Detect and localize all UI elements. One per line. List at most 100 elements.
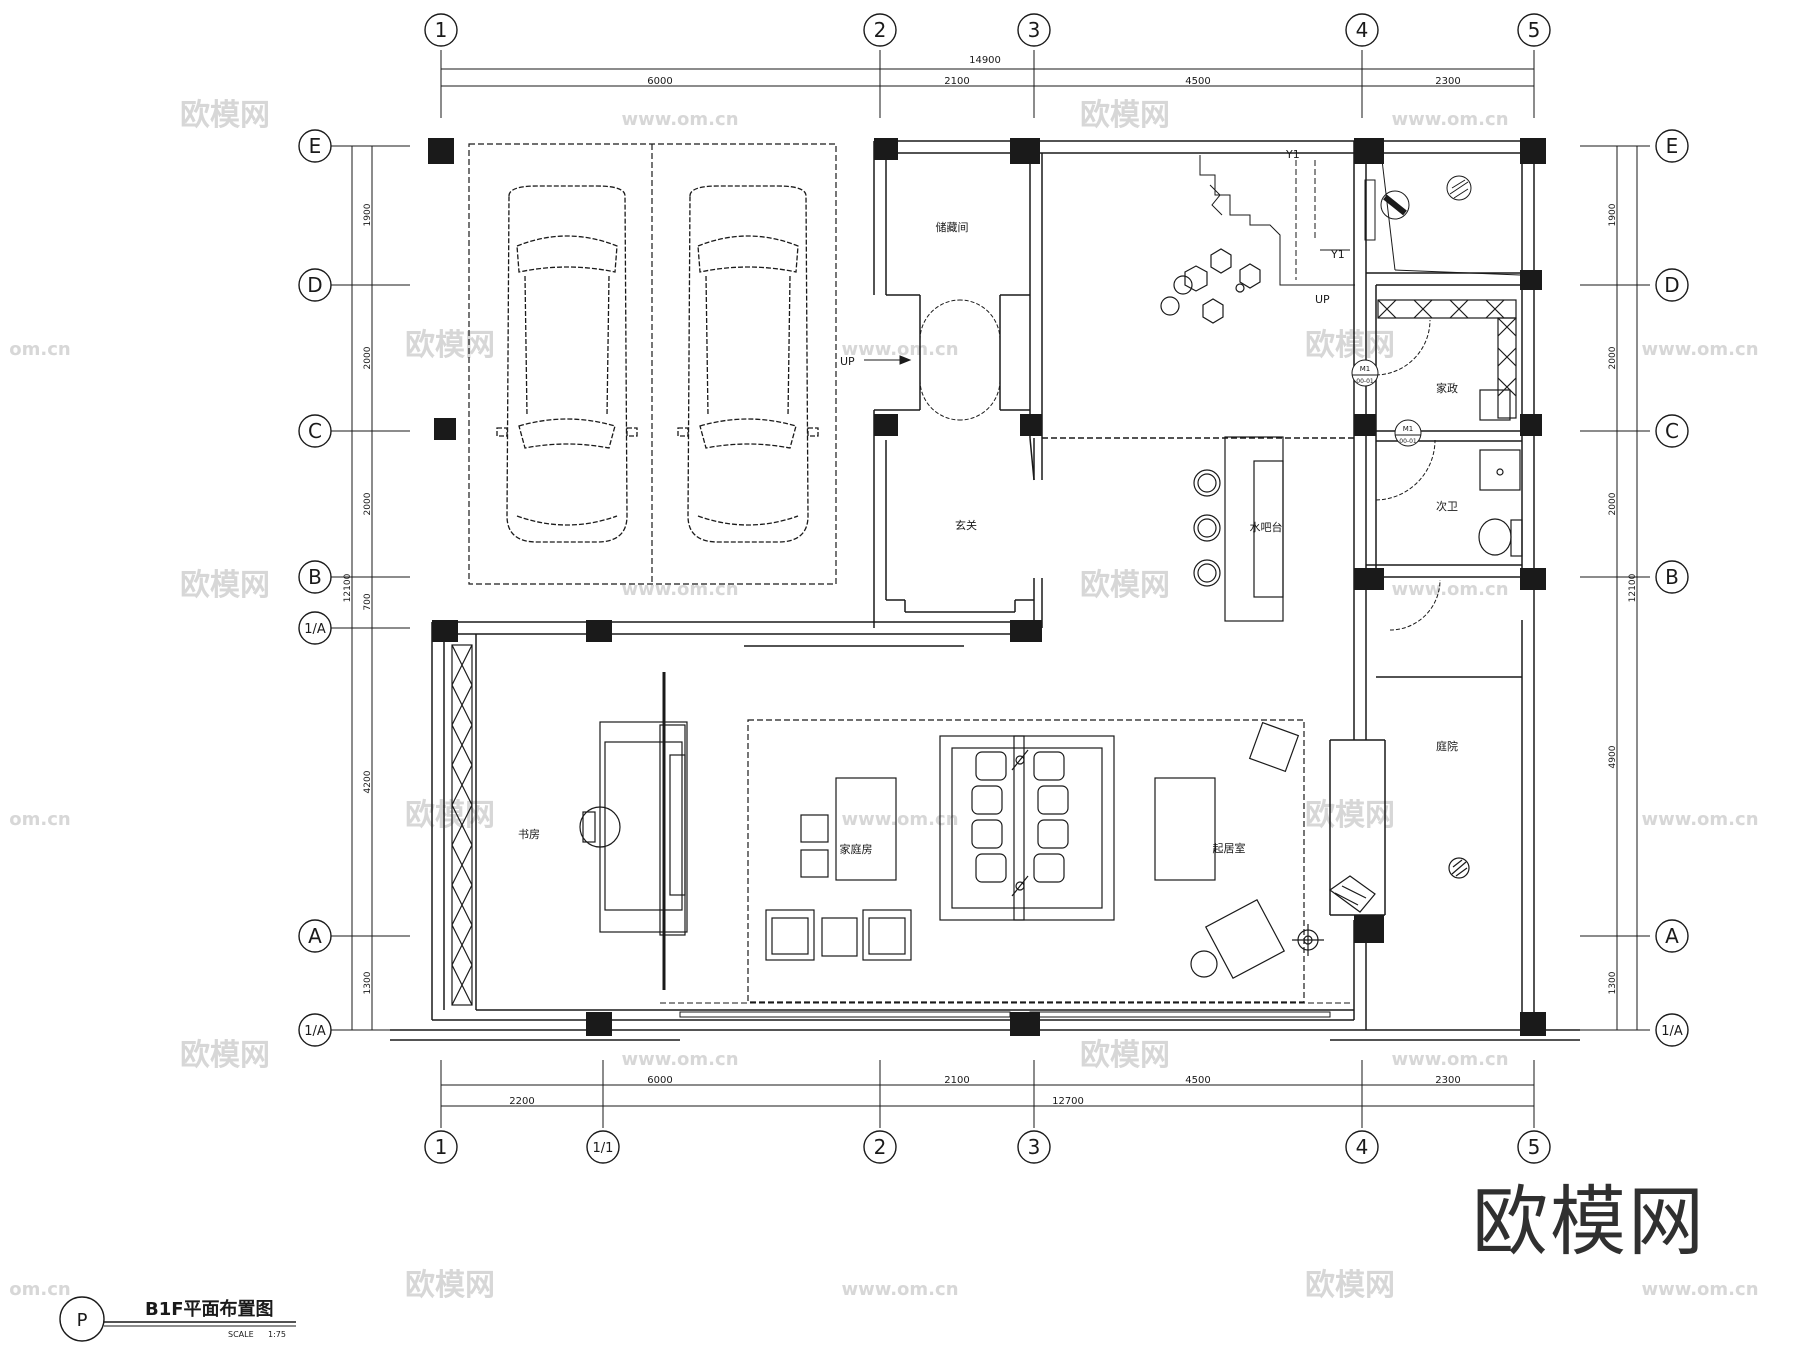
axis-bottom-2: 2 — [874, 1135, 887, 1159]
furniture-upper — [1160, 248, 1284, 622]
dimension-text: 14900 6000 2100 4500 2300 6000 2100 4500… — [343, 55, 1638, 1107]
watermark-text: 欧模网 — [1080, 98, 1170, 133]
dim-bottom-row2-1: 2200 — [509, 1096, 534, 1107]
door-tag-1-code: M1 — [1360, 365, 1371, 373]
axis-bottom-3: 3 — [1028, 1135, 1041, 1159]
axis-top-2: 2 — [874, 18, 887, 42]
axis-top-1: 1 — [435, 18, 448, 42]
axis-bottom-1-1: 1/1 — [593, 1141, 614, 1156]
up-label-stair: UP — [1315, 293, 1330, 306]
axis-labels: 1 2 3 4 5 1 1/1 2 3 4 5 E D C B 1/A A 1/… — [304, 18, 1683, 1159]
stair — [1199, 155, 1355, 286]
watermark-text: www.om.cn — [1641, 339, 1758, 360]
room-label-family-room: 家庭房 — [840, 842, 873, 856]
watermark-text: om.cn — [9, 1279, 70, 1300]
door-tag-1: M1 00-01 — [1351, 359, 1379, 387]
watermark-text: 欧模网 — [405, 798, 495, 833]
axis-right-1a-bottom: 1/A — [1661, 1024, 1683, 1039]
dim-left-seg-4: 700 — [363, 593, 373, 610]
watermark-layer: 欧模网 www.om.cn 欧模网 www.om.cn om.cn 欧模网 www.om.c… — [9, 98, 1758, 1303]
door-tag-2: M1 00-01 — [1394, 419, 1422, 447]
scale-label: SCALE — [228, 1330, 254, 1339]
axis-left-b: B — [308, 565, 322, 589]
dim-right-total: 12100 — [1628, 573, 1638, 602]
watermark-text: 欧模网 — [180, 1038, 270, 1073]
car-icon — [677, 185, 819, 543]
study-furniture — [451, 644, 688, 1006]
dim-left-seg-3: 2000 — [363, 492, 373, 515]
dim-left-seg-1: 1900 — [363, 203, 373, 226]
watermark-text: www.om.cn — [621, 109, 738, 130]
y1-label-a: Y1 — [1285, 148, 1300, 161]
dim-right-seg-5: 1300 — [1608, 971, 1618, 994]
dining-chairs — [971, 749, 1069, 897]
watermark-text: 欧模网 — [405, 1268, 495, 1303]
dim-top-total: 14900 — [969, 55, 1001, 66]
doors — [864, 299, 1441, 631]
watermark-text: om.cn — [9, 809, 70, 830]
dim-right-seg-2: 2000 — [1608, 346, 1618, 369]
room-labels: 储藏间 玄关 水吧台 家政 次卫 庭院 书房 家庭房 起居室 — [518, 220, 1458, 856]
dim-left-seg-6: 1300 — [363, 971, 373, 994]
watermark-text: www.om.cn — [1391, 579, 1508, 600]
dim-left-seg-2: 2000 — [363, 346, 373, 369]
dim-right-seg-4: 4900 — [1608, 745, 1618, 768]
dim-bottom-seg-4: 2300 — [1435, 1075, 1460, 1086]
watermark-text: www.om.cn — [841, 809, 958, 830]
title-symbol: P — [77, 1310, 88, 1331]
watermark-text: www.om.cn — [841, 1279, 958, 1300]
dim-bottom-seg-1: 6000 — [647, 1075, 672, 1086]
corner-watermark: 欧模网 — [1472, 1177, 1706, 1266]
scale-value: 1:75 — [268, 1330, 286, 1339]
axis-bottom-1: 1 — [435, 1135, 448, 1159]
watermark-text: www.om.cn — [1391, 109, 1508, 130]
dim-left-seg-5: 4200 — [363, 770, 373, 793]
axis-top-3: 3 — [1028, 18, 1041, 42]
room-label-foyer: 玄关 — [955, 518, 977, 532]
axis-left-c: C — [308, 419, 322, 443]
axis-left-a: A — [308, 924, 322, 948]
axis-top-5: 5 — [1528, 18, 1541, 42]
watermark-text: 欧模网 — [1080, 1038, 1170, 1073]
dim-top-seg-3: 4500 — [1185, 76, 1210, 87]
room-label-housekeeping: 家政 — [1436, 381, 1458, 395]
watermark-text: www.om.cn — [621, 1049, 738, 1070]
up-label-garage: UP — [840, 355, 855, 368]
watermark-text: www.om.cn — [841, 339, 958, 360]
car-outlines — [496, 185, 819, 543]
door-tag-2-sub: 00-01 — [1399, 438, 1417, 445]
axis-left-1a: 1/A — [304, 622, 326, 637]
watermark-text: 欧模网 — [1305, 798, 1395, 833]
dim-left-total: 12100 — [343, 573, 353, 602]
axis-right-c: C — [1665, 419, 1679, 443]
dim-top-seg-2: 2100 — [944, 76, 969, 87]
watermark-text: www.om.cn — [1641, 809, 1758, 830]
axis-right-b: B — [1665, 565, 1679, 589]
axis-bottom-5: 5 — [1528, 1135, 1541, 1159]
axis-left-d: D — [307, 273, 322, 297]
door-tag-2-code: M1 — [1403, 425, 1414, 433]
axis-left-e: E — [309, 134, 322, 158]
axis-bottom-4: 4 — [1356, 1135, 1369, 1159]
watermark-text: 欧模网 — [1080, 568, 1170, 603]
car-icon — [496, 185, 638, 543]
room-label-storage: 储藏间 — [936, 220, 969, 234]
dim-top-seg-1: 6000 — [647, 76, 672, 87]
dim-bottom-seg-3: 4500 — [1185, 1075, 1210, 1086]
y1-label-b: Y1 — [1330, 248, 1345, 261]
living-furniture — [747, 719, 1376, 1003]
room-label-living-room: 起居室 — [1213, 841, 1246, 855]
dim-top-seg-4: 2300 — [1435, 76, 1460, 87]
dim-bottom-row2-2: 12700 — [1052, 1096, 1084, 1107]
room-label-study: 书房 — [518, 828, 540, 841]
axis-right-e: E — [1666, 134, 1679, 158]
room-label-bathroom: 次卫 — [1436, 499, 1458, 513]
room-label-bar: 水吧台 — [1250, 520, 1283, 534]
axis-top-4: 4 — [1356, 18, 1369, 42]
watermark-text: www.om.cn — [1391, 1049, 1508, 1070]
watermark-text: www.om.cn — [621, 579, 738, 600]
dim-right-seg-3: 2000 — [1608, 492, 1618, 515]
watermark-text: om.cn — [9, 339, 70, 360]
axis-right-d: D — [1664, 273, 1679, 297]
